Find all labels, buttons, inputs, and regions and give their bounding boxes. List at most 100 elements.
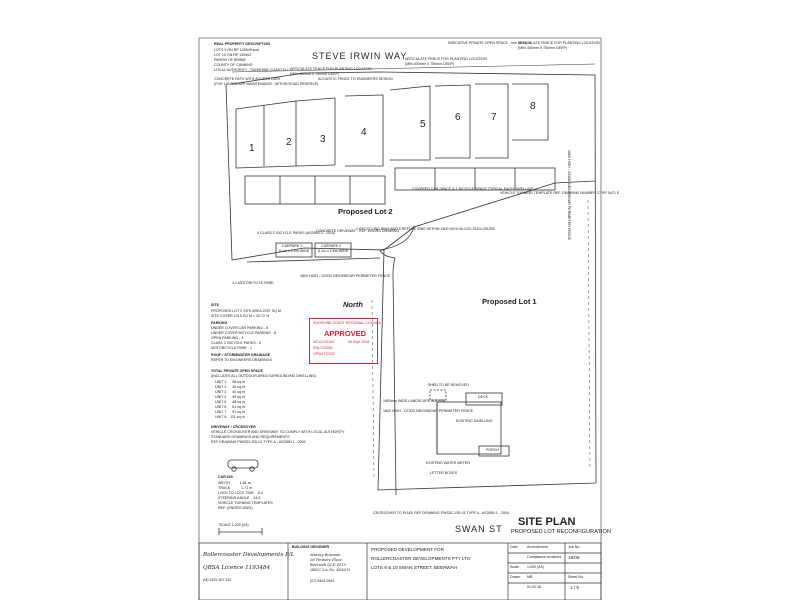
site-line: PROPOSED LOT 2 SITE AREA 2257 SQ M: [211, 309, 281, 313]
real-property-heading: REAL PROPERTY DESCRIPTION: [214, 42, 270, 46]
private-open-space-heading: TOTAL PRIVATE OPEN SPACE: [211, 369, 263, 373]
driveway-line: REF DRAWING PWSDC-RD-01 TYPE A - AS2890.…: [211, 440, 306, 444]
lot-number: 4: [361, 127, 367, 138]
note-perimeter-fence: 1800 HIGH - GOOD NEIGHBOUR PERIMETER FEN…: [383, 409, 474, 413]
note-concrete-driveway: CONCRETE DRIVEWAY - REF. ENGRG DRAWING: [316, 229, 400, 233]
date-value: 01.02.18: [527, 585, 541, 589]
amendments-label: Amendments: [527, 545, 549, 549]
parking-line: OPEN PARKING - 4: [211, 336, 244, 340]
proposed-lot-2-label: Proposed Lot 2: [338, 207, 393, 216]
lot-number: 1: [249, 143, 255, 154]
sheet-label: Sheet No.: [568, 575, 584, 579]
builder-signature: Rollercoaster Developments P/L: [203, 552, 295, 558]
designer-licence: QBCC Lic No. 405633: [310, 568, 351, 572]
roof-heading: ROOF / STORMWATER DRAINAGE: [211, 353, 271, 357]
stamp-ref: RAL17/0062: [313, 346, 333, 350]
real-property-line: PARISH OF BRIBIE: [214, 58, 246, 62]
unit-area: UNIT 8 111 sq m: [215, 415, 245, 419]
private-open-space-sub: (INCLUDES ALL OUTDOOR AREA SURROUNDING D…: [211, 374, 317, 378]
stamp-council: SUNSHINE COAST REGIONAL COUNCIL: [313, 321, 382, 325]
project-line: LOTS 9 & 10 SWAN STREET, BEERWAH: [371, 565, 457, 570]
driveway-line: VEHICLE CROSSOVER AND DRIVEWAY TO COMPLY…: [211, 430, 345, 434]
road-name-north: STEVE IRWIN WAY: [312, 51, 408, 61]
note-fence-planting-sub: (MIN 400mm X 750mm DEEP): [518, 46, 568, 50]
real-property-line: LOTS 9 ON RP 139549 and: [214, 48, 259, 52]
unit-area: UNIT 3 40 sq m: [215, 390, 246, 394]
job-value: 18/08: [568, 555, 580, 560]
note-private-open-space: INDICATIVE PRIVATE OPEN SPACE - min 25 s…: [448, 41, 531, 45]
note-existing-dwelling: EXISTING DWELLING: [456, 419, 493, 423]
unit-area: UNIT 1 56 sq m: [215, 380, 246, 384]
note-concrete-path: CONCRETE PATH WITH ACCESS GATE: [214, 77, 281, 81]
proposed-lot-1-label: Proposed Lot 1: [482, 297, 537, 306]
lot-number: 2: [286, 137, 292, 148]
unit-area: UNIT 2 40 sq m: [215, 385, 246, 389]
note-bins: 3 RECYCLING BINS AND 3 REFUSE BINS WITHI…: [356, 227, 495, 231]
designer-address: Beerwah QLD 4519: [310, 563, 346, 567]
note-deck: DECK: [478, 395, 488, 399]
note-shed-removed: SHED TO BE REMOVED: [428, 383, 469, 387]
carpark-1-label: CARPARK 1: [282, 244, 303, 248]
lot-number: 3: [320, 134, 326, 145]
lot-number: 6: [455, 112, 461, 123]
car-spec-line: STEERING ANGLE 34.5: [218, 496, 261, 500]
carpark-2-label: CARPARK 2: [321, 244, 342, 248]
project-line: PROPOSED DEVELOPMENT FOR: [371, 547, 444, 552]
parking-heading: PARKING: [211, 321, 228, 325]
drawing-subtitle: PROPOSED LOT RECONFIGURATION: [511, 529, 611, 535]
note-crossover: CROSSOVER TO ROAD REF DRAWING PWSDC-RD-0…: [373, 511, 509, 515]
scale-field-value: 1:200 (A3): [527, 565, 544, 569]
car-spec-line: TRACK 1.71 m: [218, 486, 253, 490]
drawing-title: SITE PLAN: [518, 516, 576, 528]
designer-phone: (07) 5494 0953: [310, 579, 335, 583]
car-spec-line: WIDTH 1.81 m: [218, 481, 251, 485]
roof-line: REFER TO ENGINEERS DRAWINGS: [211, 358, 272, 362]
lot-number: 5: [420, 119, 426, 130]
unit-area: UNIT 6 51 sq m: [215, 405, 246, 409]
designer-name: Murray Bowman: [310, 553, 341, 557]
stamp-ref: OPW17/2322: [313, 352, 335, 356]
scale-field-label: Scale: [510, 565, 519, 569]
builder-phone: (M) 0429 307 232: [203, 578, 232, 582]
parking-line: MOTORCYCLE PARK - 1: [211, 346, 253, 350]
scale-label: SCALE 1:200 (A3): [219, 523, 249, 527]
note-fence-planting: ARTICULATE FENCE FOR PLANTING LOCATION: [518, 41, 600, 45]
parking-line: UNDER COVER CAR PARKING - 8: [211, 326, 269, 330]
real-property-line: COUNTY OF CANNING: [214, 63, 253, 67]
note-water-meter: EXISTING WATER METER: [426, 461, 470, 465]
car-spec-line: VEHICLE TURNING TEMPLATES: [218, 501, 273, 505]
car-spec-line: LOCK TO LOCK TIME 6.0: [218, 491, 263, 495]
note-fence-planting: ARTICULATE FENCE FOR PLANTING LOCATION: [405, 57, 487, 61]
driveway-line: STANDARD DRAWINGS AND REQUIREMENTS: [211, 435, 290, 439]
north-arrow-label: North: [343, 300, 363, 309]
car-spec-line: REF: (ENGRG DWG): [218, 506, 253, 510]
stamp-date: 06 Sept 2018: [348, 340, 370, 344]
unit-area: UNIT 5 48 sq m: [215, 400, 246, 404]
project-line: ROLLERCOASTER DEVELOPMENTS PTY LTD: [371, 556, 471, 561]
note-fence-planting: ARTICULATE FENCE FOR PLANTING LOCATION: [290, 67, 372, 71]
lot-number: 7: [491, 112, 497, 123]
parking-line: UNDER COVER BICYCLE PARKING - 8: [211, 331, 277, 335]
qbsa-licence: QBSA Licence 1193484: [203, 565, 271, 571]
note-letter-boxes: LETTER BOXES: [430, 471, 458, 475]
car-heading: CAR 600: [218, 475, 233, 479]
designer-address: 28 Timbere Place: [310, 558, 342, 562]
designer-label: BUILDING DESIGNER: [292, 545, 330, 549]
site-heading: SITE: [211, 303, 219, 307]
note-perimeter-fence: 1800 HIGH - GOOD NEIGHBOUR PERIMETER FEN…: [300, 274, 391, 278]
note-motorcycle-park: 1:1 MOTORCYCLE PARK: [232, 281, 274, 285]
site-line: SITE COVER 1015 SQ M = 32.72 %: [211, 314, 270, 318]
stamp-status: APPROVED: [324, 329, 367, 338]
job-label: Job No.: [568, 545, 581, 549]
note-landscape-buffer: 1800mm WIDE LANDSCAPE BUFFER: [383, 399, 446, 403]
amendment-row: Compliance revisions: [527, 555, 562, 559]
approval-stamp: SUNSHINE COAST REGIONAL COUNCIL APPROVED…: [309, 318, 382, 364]
real-property-line: LOT 10 ON RP 139402: [214, 53, 252, 57]
driveway-heading: DRIVEWAY / CROSSOVER: [211, 425, 256, 429]
note-fence-planting-sub: (MIN 400mm X 750mm DEEP): [405, 62, 455, 66]
drawn-label: Drawn: [510, 575, 521, 579]
note-bicycle-parks: 4 CLASS C BICYCLE PARKS (AS2890.3 - 2015…: [257, 231, 336, 235]
lot-number: 8: [530, 101, 536, 112]
